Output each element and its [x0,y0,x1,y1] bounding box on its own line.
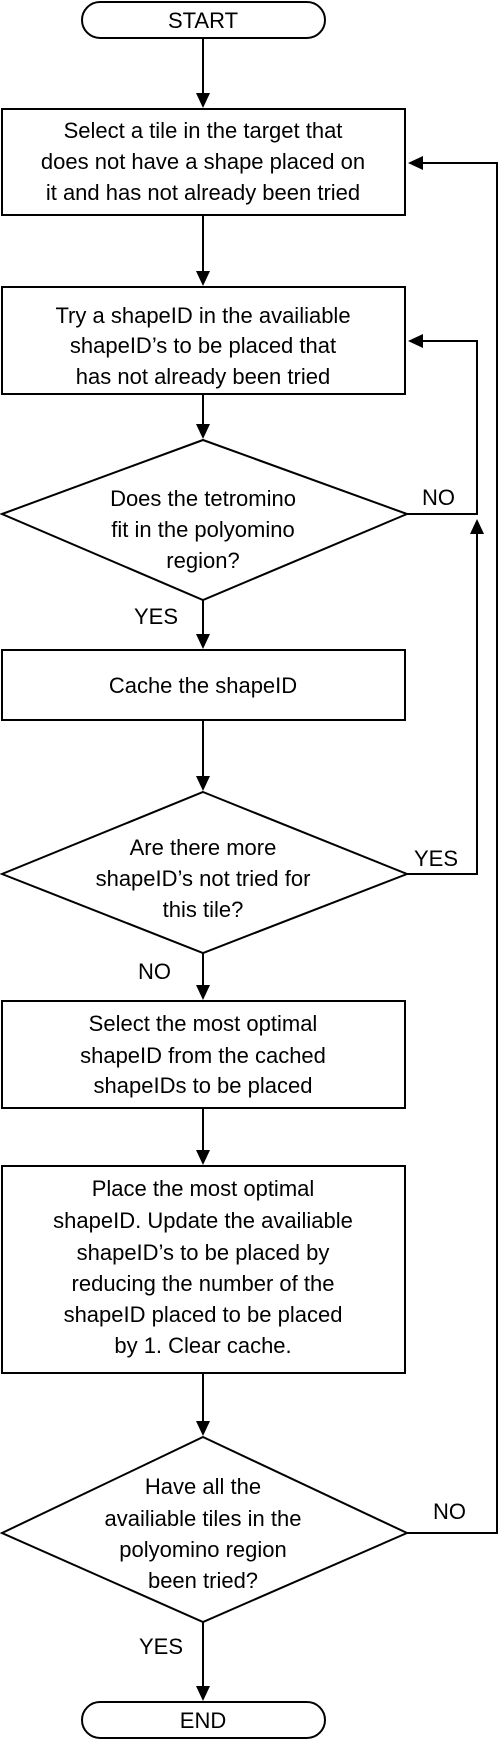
try-shape-process: Try a shapeID in the availiable shapeID’s… [1,286,406,395]
arrowhead [196,776,210,791]
end-label: END [180,1708,226,1733]
cache-label: Cache the shapeID [109,673,297,698]
more-shapes-line: Are there more [130,835,277,860]
all-tried-line: availiable tiles in the [105,1506,302,1531]
select-optimal-process: Select the most optimal shapeID from the … [1,1000,406,1109]
fits-no-label: NO [422,485,455,510]
try-shape-line: Try a shapeID in the availiable [55,303,350,328]
select-optimal-line: shapeID from the cached [80,1043,326,1068]
select-optimal-line: shapeIDs to be placed [94,1073,313,1098]
place-line: shapeID. Update the availiable [53,1208,353,1233]
fits-decision-line: fit in the polyomino [111,517,294,542]
all-tried-line: Have all the [145,1474,261,1499]
try-shape-line: shapeID’s to be placed that [70,333,336,358]
arrowhead [196,93,210,108]
more-no-label: NO [138,959,171,984]
end-terminal: END [81,1701,326,1739]
all-yes-label: YES [139,1634,183,1659]
svg-text:Try a shapeID in the availiabl: Try a shapeID in the availiable shapeID’s… [55,303,350,389]
more-shapes-line: this tile? [163,897,244,922]
arrowhead [408,334,423,348]
arrowhead [196,985,210,1000]
place-line: reducing the number of the [72,1271,335,1296]
edge-more-yes-to-try [407,532,478,875]
place-line: by 1. Clear cache. [114,1333,291,1358]
all-tried-line: been tried? [148,1568,258,1593]
more-shapes-decision: Are there more shapeID’s not tried for thi… [0,790,410,955]
arrowhead [196,1421,210,1436]
all-no-label: NO [433,1499,466,1524]
place-line: shapeID placed to be placed [64,1302,343,1327]
fits-decision-line: region? [166,548,239,573]
place-line: Place the most optimal [92,1176,315,1201]
arrowhead [408,156,423,170]
arrowhead [196,1686,210,1701]
arrowhead [196,271,210,286]
edge-all-tried-no-to-select [407,162,498,1534]
start-terminal: START [81,1,326,39]
select-optimal-line: Select the most optimal [89,1011,318,1036]
more-yes-label: YES [414,846,458,871]
fits-decision-line: Does the tetromino [110,486,296,511]
fits-yes-label: YES [134,604,178,629]
svg-text:Select a tile in the target th: Select a tile in the target that does not… [41,118,365,205]
all-tried-line: polyomino region [119,1537,287,1562]
more-shapes-line: shapeID’s not tried for [96,866,311,891]
place-line: shapeID’s to be placed by [77,1240,330,1265]
start-label: START [168,8,238,33]
arrowhead [196,1150,210,1165]
fits-decision: Does the tetromino fit in the polyomino re… [0,438,410,602]
edges [196,38,498,1701]
cache-process: Cache the shapeID [1,649,406,721]
select-tile-line: does not have a shape placed on [41,149,365,174]
try-shape-line: has not already been tried [76,364,330,389]
place-process: Place the most optimal shapeID. Update th… [1,1165,406,1374]
arrowhead [196,634,210,649]
arrowhead [470,519,484,534]
select-tile-line: Select a tile in the target that [64,118,343,143]
select-tile-process: Select a tile in the target that does not… [1,108,406,216]
select-tile-line: it and has not already been tried [46,180,360,205]
arrowhead [196,424,210,439]
edge-fits-no-to-try [407,340,478,515]
all-tried-decision: Have all the availiable tiles in the polyo… [0,1435,410,1624]
